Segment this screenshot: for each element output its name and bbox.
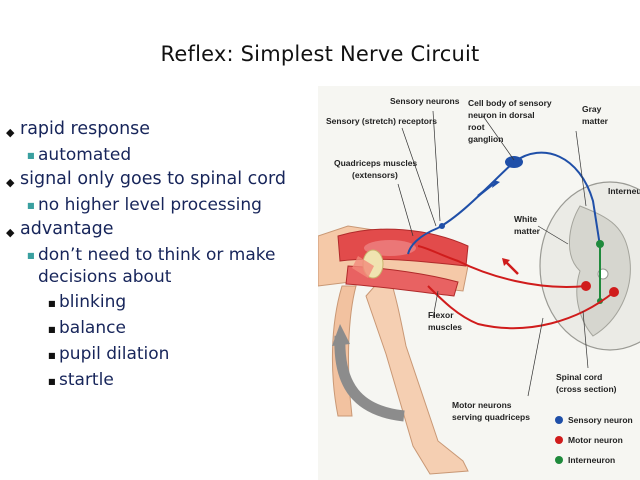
bullet-no-higher-processing: no higher level processing: [6, 194, 326, 217]
bullet-rapid-response: rapid response: [6, 118, 326, 144]
label-spinal-cord-1: Spinal cord: [556, 372, 602, 382]
label-quadriceps-2: (extensors): [352, 170, 398, 180]
label-motor-neurons-2: serving quadriceps: [452, 412, 530, 422]
label-flexor-1: Flexor: [428, 310, 454, 320]
kick-direction-arrow: [334, 335, 405, 422]
bullet-advantage: advantage: [6, 218, 326, 244]
bullet-automated: automated: [6, 144, 326, 167]
legend-interneuron: Interneuron: [568, 455, 615, 465]
bullet-signal-spinal-cord: signal only goes to spinal cord: [6, 168, 326, 194]
leg-illustration: [318, 225, 469, 475]
bullet-blinking: blinking: [6, 291, 326, 315]
bullet-dont-need-to-think: don’t need to think or make decisions ab…: [6, 244, 326, 288]
reflex-arc-figure: Sensory neurons Cell body of sensory neu…: [318, 86, 640, 480]
figure-legend: Sensory neuron Motor neuron Interneuron: [555, 415, 633, 465]
label-sensory-receptors: Sensory (stretch) receptors: [326, 116, 437, 126]
legend-swatch-sensory: [555, 416, 563, 424]
bullet-startle: startle: [6, 369, 326, 393]
label-flexor-2: muscles: [428, 322, 462, 332]
motor-neuron-paths: [417, 245, 619, 330]
label-quadriceps-1: Quadriceps muscles: [334, 158, 417, 168]
bullet-balance: balance: [6, 317, 326, 341]
bullet-list: rapid response automated signal only goe…: [6, 116, 326, 393]
label-white-matter-2: matter: [514, 226, 541, 236]
label-interneuron-cut: Interneu: [608, 186, 640, 196]
label-cell-body-3: root: [468, 122, 485, 132]
label-white-matter-1: White: [514, 214, 537, 224]
label-gray-matter-1: Gray: [582, 104, 602, 114]
legend-swatch-motor: [555, 436, 563, 444]
bullet-pupil-dilation: pupil dilation: [6, 343, 326, 367]
label-motor-neurons-1: Motor neurons: [452, 400, 512, 410]
slide-title: Reflex: Simplest Nerve Circuit: [160, 42, 480, 66]
label-spinal-cord-2: (cross section): [556, 384, 617, 394]
legend-motor-neuron: Motor neuron: [568, 435, 623, 445]
sensory-neuron-path: [407, 151, 601, 255]
legend-sensory-neuron: Sensory neuron: [568, 415, 633, 425]
label-cell-body-2: neuron in dorsal: [468, 110, 535, 120]
label-sensory-neurons: Sensory neurons: [390, 96, 460, 106]
label-cell-body-1: Cell body of sensory: [468, 98, 552, 108]
label-cell-body-4: ganglion: [468, 134, 503, 144]
label-gray-matter-2: matter: [582, 116, 609, 126]
legend-swatch-interneuron: [555, 456, 563, 464]
